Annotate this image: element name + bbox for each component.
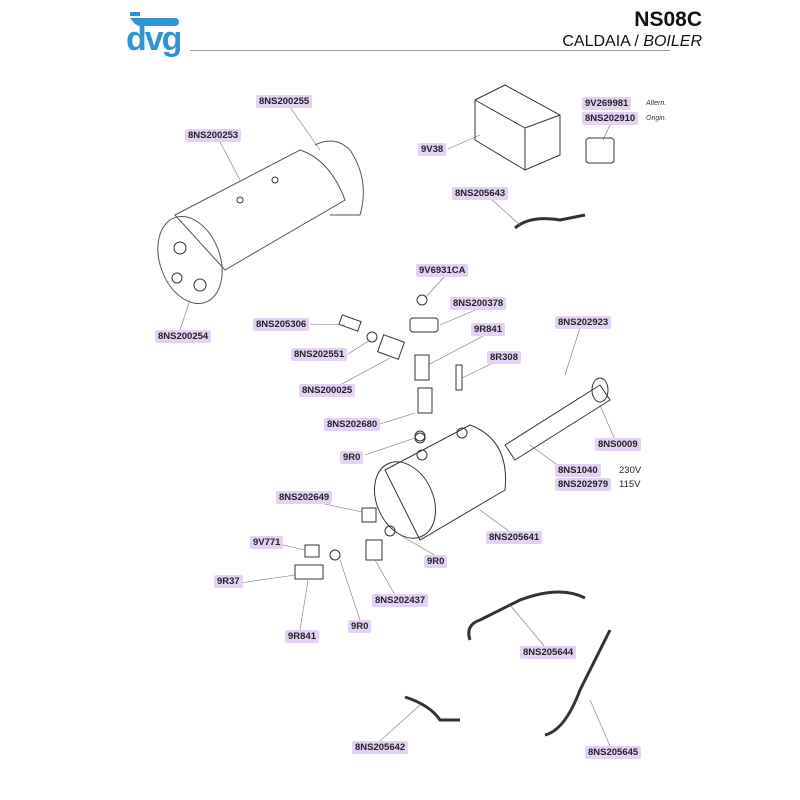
pipe-8ns205643-drawing [514,213,586,230]
voltage-115: 115V [619,479,641,490]
part-label[interactable]: 8NS205642 [352,741,409,754]
relay-drawing [474,84,561,171]
pipe-8ns205642-drawing [404,695,460,722]
brand-logo-text: dvg [126,20,182,58]
original-note: Origin. [646,115,667,122]
header-divider [190,50,670,51]
part-label[interactable]: 8NS200254 [155,330,212,343]
model-code: NS08C [634,8,702,31]
pipe-8ns205644-drawing [467,590,586,641]
part-label[interactable]: 8NS205645 [585,746,642,759]
part-label[interactable]: 8NS202923 [555,316,612,329]
part-label[interactable]: 8NS205641 [486,531,543,544]
boiler-tank-drawing [374,424,507,541]
part-label[interactable]: 8NS202649 [276,491,333,504]
alternative-note: Altern. [646,100,667,107]
part-label[interactable]: 9V269981 [582,97,632,110]
leader-lines [179,106,616,747]
dvg-logo-icon [130,12,179,26]
page-subtitle: CALDAIA / BOILER [562,33,702,51]
boiler-shield-drawing [157,140,364,305]
part-label[interactable]: 8NS200378 [450,297,507,310]
part-label[interactable]: 9R0 [424,555,448,568]
heating-element-drawing [504,384,611,461]
subtitle-english: BOILER [643,33,702,50]
part-label[interactable]: 8NS0009 [595,438,641,451]
part-label[interactable]: 8R308 [487,351,521,364]
part-label[interactable]: 8NS202979 [555,478,612,491]
part-label[interactable]: 8NS205644 [520,646,577,659]
part-label[interactable]: 9V6931CA [416,264,469,277]
subtitle-italian: CALDAIA [562,33,630,50]
part-label[interactable]: 9V771 [250,536,284,549]
part-label[interactable]: 9R0 [340,451,364,464]
part-label[interactable]: 8NS200025 [299,384,356,397]
part-label[interactable]: 8NS200255 [256,95,313,108]
part-label[interactable]: 8NS202551 [291,348,348,361]
heating-element-flange [591,377,609,403]
pressostat-drawing [585,137,615,164]
part-label[interactable]: 8NS202680 [324,418,381,431]
part-label[interactable]: 8NS205643 [452,187,509,200]
part-label[interactable]: 9R0 [348,620,372,633]
part-label[interactable]: 8NS1040 [555,464,601,477]
part-label[interactable]: 8NS202910 [582,112,639,125]
part-label[interactable]: 8NS205306 [253,318,310,331]
part-label[interactable]: 9R37 [214,575,243,588]
subtitle-separator: / [629,33,644,50]
part-label[interactable]: 9V38 [418,143,447,156]
part-label[interactable]: 8NS202437 [372,594,429,607]
pipe-8ns205645-drawing [544,629,612,737]
part-label[interactable]: 9R841 [285,630,319,643]
part-label[interactable]: 9R841 [471,323,505,336]
fittings-drawing [294,294,463,580]
voltage-230: 230V [619,465,642,476]
part-label[interactable]: 8NS200253 [185,129,242,142]
